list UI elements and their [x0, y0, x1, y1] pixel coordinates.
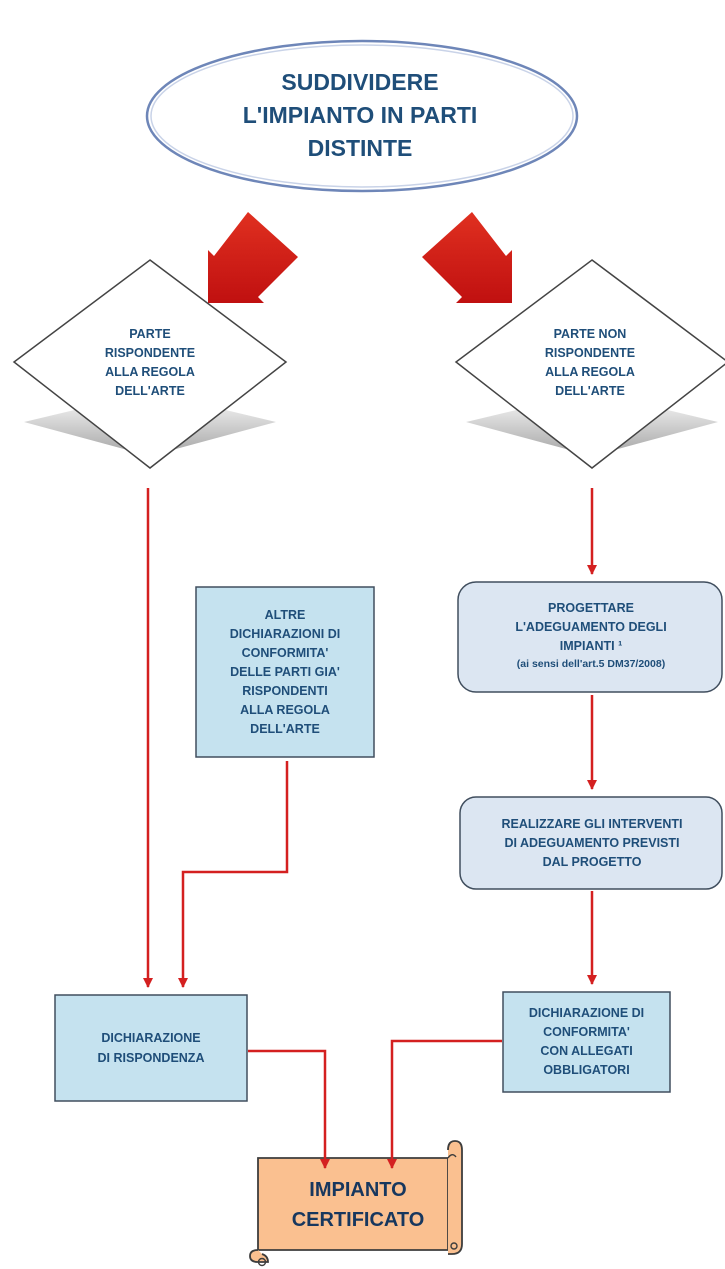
- progettare-sub-text: (ai sensi dell'art.5 DM37/2008): [516, 658, 666, 670]
- start-ellipse: [145, 39, 579, 193]
- dichiarazione-conformita-text: DICHIARAZIONE DI CONFORMITA' CON ALLEGAT…: [528, 1006, 645, 1077]
- decision-left-text: PARTE RISPONDENTE ALLA REGOLA DELL'ARTE: [104, 326, 196, 398]
- dichiarazione-rispondenza-label: DICHIARAZIONE DI RISPONDENZA: [55, 995, 247, 1101]
- realizzare-text: REALIZZARE GLI INTERVENTI DI ADEGUAMENTO…: [501, 816, 683, 869]
- progettare-box: [457, 581, 723, 693]
- impianto-scroll: [249, 1140, 463, 1267]
- dichiarazione-conformita-box: [502, 991, 671, 1093]
- arrow-altre-to-rispondenza: [178, 761, 289, 988]
- progettare-main-text: PROGETTARE L'ADEGUAMENTO DEGLI IMPIANTI …: [515, 601, 667, 653]
- decision-left: [12, 259, 288, 469]
- decision-right: [454, 259, 725, 469]
- start-label-text: SUDDIVIDERE L'IMPIANTO IN PARTI DISTINTE: [242, 68, 478, 161]
- dichiarazione-conformita-label: DICHIARAZIONE DI CONFORMITA' CON ALLEGAT…: [503, 992, 670, 1092]
- realizzare-box: [459, 796, 723, 890]
- altre-dichiarazioni-text: ALTRE DICHIARAZIONI DI CONFORMITA' DELLE…: [229, 607, 341, 736]
- progettare-label: PROGETTARE L'ADEGUAMENTO DEGLI IMPIANTI …: [456, 580, 725, 692]
- impianto-certificato-text: IMPIANTO CERTIFICATO: [291, 1178, 425, 1231]
- connector-arrows: [143, 488, 597, 1169]
- big-arrow-right: [422, 212, 512, 303]
- altre-dichiarazioni-box: [195, 586, 375, 758]
- big-arrow-left: [208, 212, 298, 303]
- arrow-conformita-to-impianto: [387, 1039, 502, 1169]
- arrow-rispondenza-to-impianto: [248, 1049, 330, 1169]
- decision-right-text: PARTE NON RISPONDENTE ALLA REGOLA DELL'A…: [544, 326, 636, 398]
- dichiarazione-rispondenza-box: [54, 994, 248, 1102]
- dichiarazione-rispondenza-text: DICHIARAZIONE DI RISPONDENZA: [97, 1031, 205, 1065]
- decision-left-label: PARTE RISPONDENTE ALLA REGOLA DELL'ARTE: [40, 305, 260, 420]
- start-label: SUDDIVIDERE L'IMPIANTO IN PARTI DISTINTE: [170, 55, 550, 175]
- impianto-certificato-label: IMPIANTO CERTIFICATO: [262, 1157, 454, 1252]
- decision-right-label: PARTE NON RISPONDENTE ALLA REGOLA DELL'A…: [480, 305, 700, 420]
- altre-dichiarazioni-label: ALTRE DICHIARAZIONI DI CONFORMITA' DELLE…: [196, 587, 374, 757]
- realizzare-label: REALIZZARE GLI INTERVENTI DI ADEGUAMENTO…: [458, 797, 725, 889]
